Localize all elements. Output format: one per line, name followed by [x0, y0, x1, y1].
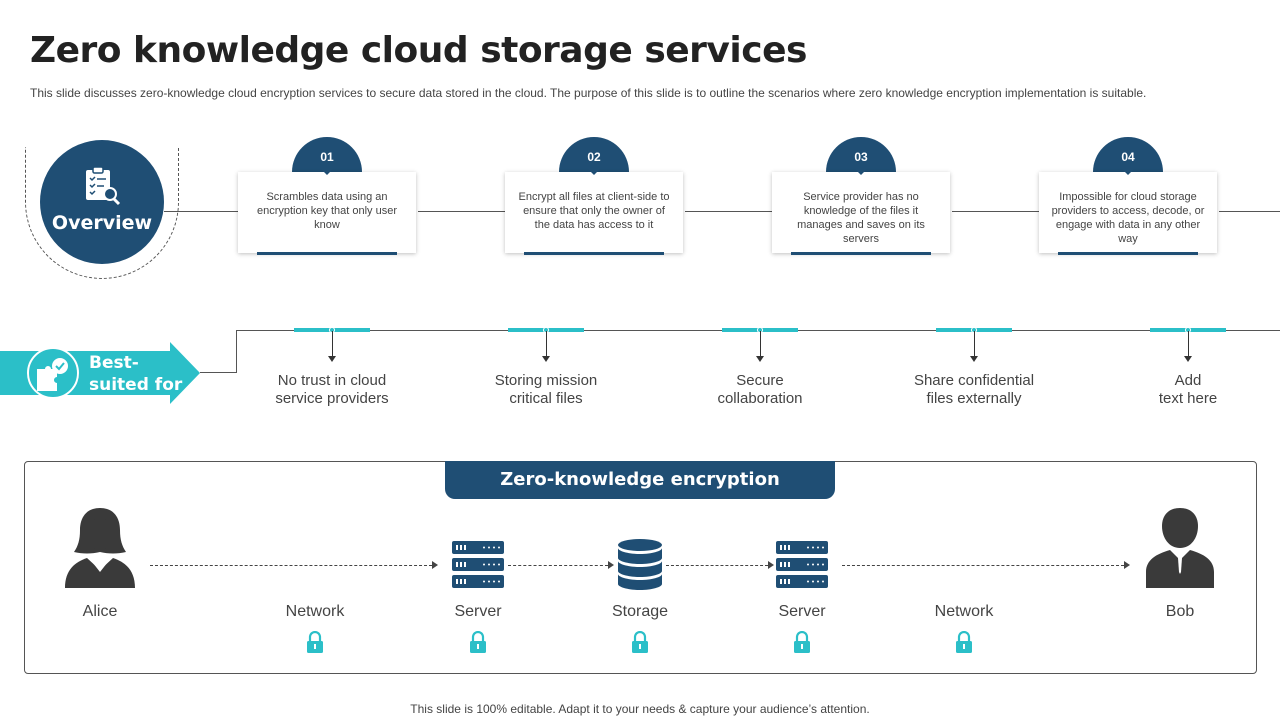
use-case-line2: collaboration [717, 390, 803, 407]
step-card: Scrambles data using an encryption key t… [238, 172, 416, 255]
puzzle-check-icon [37, 358, 68, 391]
overview-connector [418, 211, 505, 212]
use-case-arrow [760, 331, 761, 358]
use-case-arrow [546, 331, 547, 358]
use-case-arrow [974, 331, 975, 358]
flow-dashed-line [666, 565, 768, 566]
overview-connector [164, 211, 238, 212]
overview-connector [1219, 211, 1280, 212]
use-case-label: Secure collaboration [680, 372, 840, 408]
overview-label: Overview [51, 212, 153, 234]
database-storage-icon [618, 539, 662, 590]
flow-arrowhead [1124, 561, 1130, 569]
use-case-line1: Share confidential [913, 372, 1035, 389]
step-text: Service provider has no knowledge of the… [797, 191, 925, 245]
step-card: Impossible for cloud storage providers t… [1039, 172, 1217, 255]
use-case-line2: text here [1158, 390, 1218, 407]
male-user-icon [1146, 508, 1214, 588]
step-text: Impossible for cloud storage providers t… [1051, 191, 1205, 245]
lock-icon [956, 631, 972, 653]
footer-note: This slide is 100% editable. Adapt it to… [410, 702, 870, 716]
server-icon [776, 541, 828, 588]
use-case-line2: files externally [926, 390, 1022, 407]
overview-badge: Overview [40, 140, 164, 264]
best-suited-icon-badge [27, 347, 79, 399]
flow-arrowhead [608, 561, 614, 569]
flow-arrowhead [768, 561, 774, 569]
best-suited-connector-vertical [236, 330, 237, 373]
use-case-line1: No trust in cloud [277, 372, 387, 389]
step-pointer [587, 168, 601, 175]
use-case-label: Storing mission critical files [466, 372, 626, 408]
use-case-line2: service providers [275, 390, 389, 407]
step-card: Service provider has no knowledge of the… [772, 172, 950, 255]
lock-icon [470, 631, 486, 653]
best-suited-label: Best- suited for [89, 352, 182, 396]
node-label-network: Network [285, 603, 345, 620]
node-label-alice: Alice [82, 603, 118, 620]
use-case-line2: critical files [509, 390, 583, 407]
slide-title: Zero knowledge cloud storage services [30, 30, 807, 71]
step-card: Encrypt all files at client-side to ensu… [505, 172, 683, 255]
flow-dashed-line [508, 565, 608, 566]
node-label-storage: Storage [611, 603, 669, 620]
use-case-line1: Secure [736, 372, 784, 389]
slide-subtitle: This slide discusses zero-knowledge clou… [30, 86, 1147, 100]
checklist-magnifier-icon [86, 166, 121, 206]
lock-icon [307, 631, 323, 653]
best-suited-connector [200, 372, 237, 373]
step-card-underline [1058, 252, 1198, 255]
step-pointer [1121, 168, 1135, 175]
use-case-arrowhead [970, 356, 978, 362]
use-case-arrowhead [328, 356, 336, 362]
flow-dashed-line [150, 565, 432, 566]
use-case-arrow [332, 331, 333, 358]
use-case-label: No trust in cloud service providers [252, 372, 412, 408]
flow-arrowhead [432, 561, 438, 569]
server-icon [452, 541, 504, 588]
step-card-underline [791, 252, 931, 255]
node-label-bob: Bob [1165, 603, 1195, 620]
flow-dashed-line [842, 565, 1124, 566]
best-suited-label-line2: suited for [89, 375, 183, 395]
step-card-underline [524, 252, 664, 255]
step-text: Encrypt all files at client-side to ensu… [518, 191, 670, 231]
use-case-arrowhead [756, 356, 764, 362]
lock-icon [794, 631, 810, 653]
female-user-icon [65, 508, 135, 588]
step-text: Scrambles data using an encryption key t… [256, 191, 398, 231]
step-card-underline [257, 252, 397, 255]
overview-connector [952, 211, 1039, 212]
lock-icon [632, 631, 648, 653]
overview-connector [685, 211, 772, 212]
node-label-server: Server [778, 603, 826, 620]
best-suited-label-line1: Best- [89, 353, 139, 373]
step-pointer [320, 168, 334, 175]
encryption-panel-title: Zero-knowledge encryption [445, 461, 835, 499]
use-case-arrowhead [542, 356, 550, 362]
step-pointer [854, 168, 868, 175]
node-label-server: Server [454, 603, 502, 620]
use-case-line1: Storing mission [494, 372, 598, 389]
use-case-arrow [1188, 331, 1189, 358]
node-label-network: Network [934, 603, 994, 620]
use-case-label: Share confidential files externally [894, 372, 1054, 408]
use-case-label: Add text here [1108, 372, 1268, 408]
use-case-line1: Add [1174, 372, 1202, 389]
use-case-arrowhead [1184, 356, 1192, 362]
